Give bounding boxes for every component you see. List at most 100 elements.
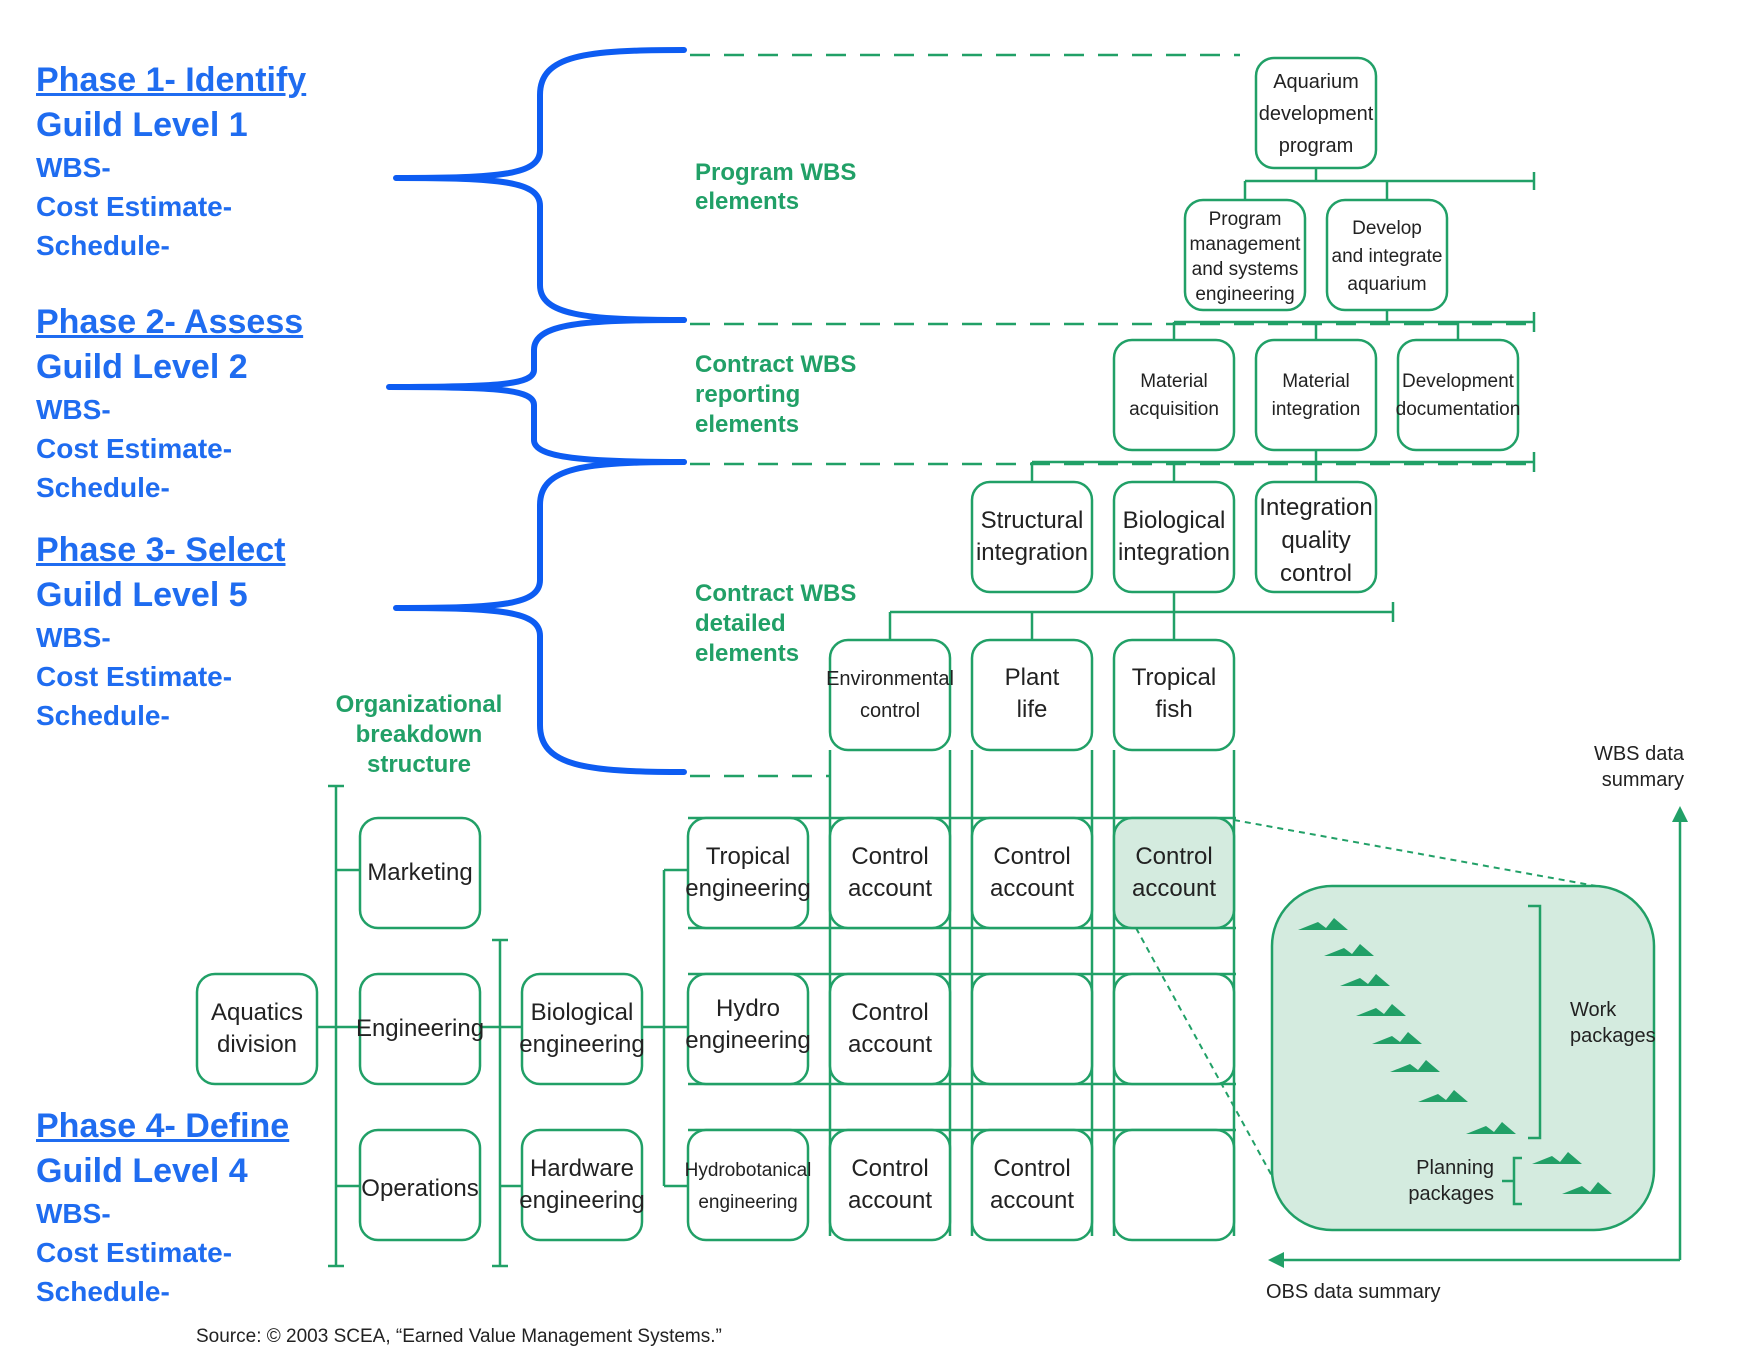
svg-text:Hardware: Hardware [530,1155,634,1182]
svg-text:Plant: Plant [1005,664,1060,691]
phase-2: Phase 2- Assess Guild Level 2 WBS- Cost … [36,300,303,507]
svg-text:integration: integration [1118,539,1230,566]
phase-guild: Guild Level 4 [36,1152,248,1190]
svg-text:Structural: Structural [981,507,1084,534]
control-account-cell[interactable]: Control account [828,816,952,930]
svg-text:engineering: engineering [519,1187,644,1214]
svg-text:engineering: engineering [1195,284,1294,305]
phase-wbs: WBS- [36,1198,111,1229]
wbs-program-management-box[interactable]: Program management and systems engineeri… [1183,198,1307,312]
svg-text:aquarium: aquarium [1347,274,1426,295]
svg-text:Hydro: Hydro [716,995,780,1022]
phase-schedule: Schedule- [36,1276,170,1307]
svg-text:Control: Control [993,843,1070,870]
svg-text:control: control [1280,560,1352,587]
svg-text:elements: elements [695,188,799,215]
wbs-plant-life-box[interactable]: Plant life [970,638,1094,752]
obs-hardware-engineering-box[interactable]: Hardware engineering [519,1128,645,1242]
phase-2-brace [386,317,687,465]
wbs-integration-quality-box[interactable]: Integration quality control [1254,480,1378,594]
svg-text:Integration: Integration [1259,494,1372,521]
obs-marketing-box[interactable]: Marketing [358,816,482,930]
svg-text:quality: quality [1281,527,1350,554]
svg-text:account: account [848,1031,932,1058]
phase-title[interactable]: Phase 1- Identify [36,61,307,99]
obs-operations-box[interactable]: Operations [358,1128,482,1242]
obs-aquatics-division-box[interactable]: Aquatics division [195,972,319,1086]
wbs-material-acquisition-box[interactable]: Material acquisition [1112,338,1236,452]
phase-title[interactable]: Phase 3- Select [36,531,286,569]
svg-text:Material: Material [1282,371,1350,392]
phase-title[interactable]: Phase 4- Define [36,1107,290,1145]
phase-cost: Cost Estimate- [36,433,233,464]
svg-text:Tropical: Tropical [1132,664,1216,691]
svg-text:Contract WBS: Contract WBS [695,580,856,607]
svg-text:Marketing: Marketing [367,859,472,886]
obs-data-summary-label: OBS data summary [1266,1281,1441,1303]
svg-text:acquisition: acquisition [1129,399,1219,420]
group-label-contract-reporting: Contract WBS reporting elements [695,351,856,438]
svg-text:elements: elements [695,640,799,667]
svg-text:documentation: documentation [1396,399,1521,420]
phase-1: Phase 1- Identify Guild Level 1 WBS- Cos… [36,58,306,265]
svg-text:and integrate: and integrate [1332,246,1443,267]
control-account-cell[interactable]: Control account [828,1128,952,1242]
wbs-environmental-control-box[interactable]: Environmental control [826,638,954,752]
svg-text:account: account [848,1187,932,1214]
wbs-root-box[interactable]: Aquarium development program [1254,56,1378,170]
wbs-development-documentation-box[interactable]: Development documentation [1396,338,1521,452]
phase-guild: Guild Level 1 [36,106,248,144]
svg-text:Hydrobotanical: Hydrobotanical [685,1160,812,1181]
svg-text:Control: Control [993,1155,1070,1182]
work-packages-label: Work packages [1570,999,1656,1047]
svg-text:Develop: Develop [1352,218,1422,239]
control-account-highlighted-cell[interactable]: Control account [1112,816,1236,930]
svg-text:Control: Control [851,999,928,1026]
phase-wbs: WBS- [36,394,111,425]
wbs-biological-integration-box[interactable]: Biological integration [1112,480,1236,594]
obs-hydrobotanical-engineering-box[interactable]: Hydrobotanical engineering [685,1128,812,1242]
obs-engineering-box[interactable]: Engineering [356,972,484,1086]
wbs-develop-integrate-box[interactable]: Develop and integrate aquarium [1325,198,1449,312]
svg-text:Control: Control [851,843,928,870]
phase-wbs: WBS- [36,152,111,183]
phase-schedule: Schedule- [36,700,170,731]
svg-text:integration: integration [976,539,1088,566]
svg-text:elements: elements [695,411,799,438]
arrow-left-icon [1268,1252,1284,1268]
arrow-up-icon [1672,806,1688,822]
svg-text:control: control [860,700,920,722]
wbs-material-integration-box[interactable]: Material integration [1254,338,1378,452]
svg-text:engineering: engineering [685,875,810,902]
svg-text:account: account [990,875,1074,902]
svg-text:program: program [1279,135,1353,157]
control-account-cell[interactable]: Control account [828,972,952,1086]
svg-text:account: account [1132,875,1216,902]
svg-text:packages: packages [1570,1025,1656,1047]
phase-title[interactable]: Phase 2- Assess [36,303,304,341]
svg-text:WBS data: WBS data [1594,743,1685,765]
svg-text:Material: Material [1140,371,1208,392]
svg-text:Biological: Biological [531,999,634,1026]
phase-wbs: WBS- [36,622,111,653]
svg-text:Control: Control [1135,843,1212,870]
wbs-tropical-fish-box[interactable]: Tropical fish [1112,638,1236,752]
obs-biological-engineering-box[interactable]: Biological engineering [519,972,645,1086]
svg-text:Engineering: Engineering [356,1015,484,1042]
group-label-obs: Organizational breakdown structure [336,691,503,778]
control-account-cell[interactable]: Control account [970,1128,1094,1242]
svg-text:development: development [1259,103,1374,125]
svg-text:fish: fish [1155,696,1192,723]
svg-text:Program: Program [1209,209,1282,230]
phase-3: Phase 3- Select Guild Level 5 WBS- Cost … [36,528,285,735]
obs-tropical-engineering-box[interactable]: Tropical engineering [685,816,811,930]
svg-text:Operations: Operations [361,1175,478,1202]
control-account-cell[interactable]: Control account [970,816,1094,930]
wbs-structural-integration-box[interactable]: Structural integration [970,480,1094,594]
svg-text:detailed: detailed [695,610,786,637]
obs-hydro-engineering-box[interactable]: Hydro engineering [685,972,811,1086]
svg-text:Biological: Biological [1123,507,1226,534]
phase-schedule: Schedule- [36,230,170,261]
group-label-program: Program WBS elements [695,159,856,215]
